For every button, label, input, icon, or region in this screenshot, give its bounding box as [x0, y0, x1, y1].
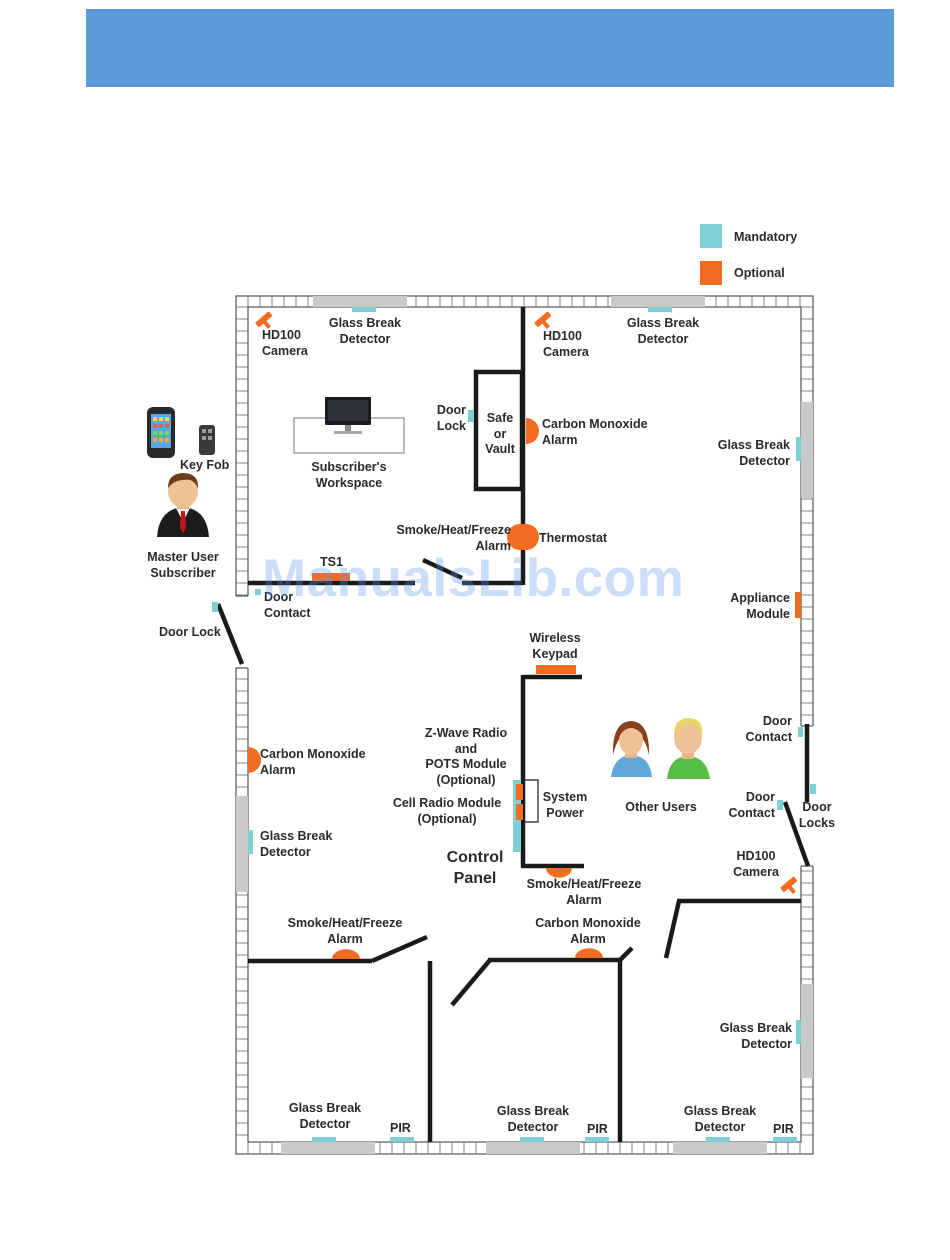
label-key-fob: Key Fob: [180, 458, 230, 472]
label-glass-break-4: Glass Break Detector: [260, 829, 333, 859]
label-master-user: Master User Subscriber: [147, 550, 219, 580]
label-door-contact-3: Door Contact: [728, 790, 775, 820]
label-safe-vault: Safe or Vault: [485, 411, 515, 456]
system-power-bracket: [525, 779, 539, 823]
label-glass-break-8: Glass Break Detector: [683, 1104, 757, 1134]
window-segment: [486, 1142, 580, 1154]
optional-sensors: [248, 418, 801, 959]
label-appliance-module: Appliance Module: [730, 591, 790, 621]
label-zwave-module: Z-Wave Radio and POTS Module (Optional): [424, 726, 508, 787]
label-cell-module: Cell Radio Module (Optional): [392, 796, 502, 826]
label-thermostat: Thermostat: [539, 531, 608, 545]
interior-walls: [215, 307, 811, 1142]
other-users-avatars: [611, 718, 710, 779]
label-glass-break-2: Glass Break Detector: [626, 316, 700, 346]
label-glass-break-1: Glass Break Detector: [328, 316, 402, 346]
label-co-alarm-2: Carbon Monoxide Alarm: [260, 747, 366, 777]
label-other-users: Other Users: [625, 800, 697, 814]
label-wireless-keypad: Wireless Keypad: [529, 631, 581, 661]
label-smoke-alarm-3: Smoke/Heat/Freeze Alarm: [287, 916, 403, 946]
label-workspace: Subscriber's Workspace: [311, 460, 387, 490]
window-segment: [236, 796, 248, 892]
camera-icons: [255, 311, 798, 894]
label-system-power: System Power: [542, 790, 588, 820]
label-glass-break-5: Glass Break Detector: [719, 1021, 792, 1051]
window-segment: [281, 1142, 375, 1154]
label-smoke-alarm-1: Smoke/Heat/Freeze Alarm: [396, 523, 511, 553]
master-user-avatar: [157, 473, 209, 537]
window-segment: [801, 984, 813, 1078]
window-segment: [313, 296, 407, 307]
legend-optional-swatch: [700, 261, 722, 285]
label-glass-break-3: Glass Break Detector: [717, 438, 790, 468]
key-fob-icon: [199, 425, 215, 455]
label-pir-3: PIR: [773, 1122, 794, 1136]
label-co-alarm-3: Carbon Monoxide Alarm: [535, 916, 641, 946]
legend-mandatory-label: Mandatory: [734, 230, 798, 244]
window-segment: [673, 1142, 767, 1154]
label-ts1: TS1: [320, 555, 343, 569]
window-segment: [611, 296, 705, 307]
legend-mandatory-swatch: [700, 224, 722, 248]
label-door-contact-1: Door Contact: [264, 590, 311, 620]
watermark: ManualsLib.com: [262, 549, 685, 608]
header-bar: [86, 9, 894, 87]
label-pir-2: PIR: [587, 1122, 608, 1136]
label-glass-break-7: Glass Break Detector: [496, 1104, 570, 1134]
workspace-desk: [293, 397, 405, 454]
window-segment: [801, 402, 813, 498]
label-door-contact-2: Door Contact: [745, 714, 792, 744]
label-door-lock-entry: Door Lock: [159, 625, 221, 639]
label-smoke-alarm-2: Smoke/Heat/Freeze Alarm: [526, 877, 642, 907]
label-hd100-camera-3: HD100 Camera: [733, 849, 779, 879]
label-hd100-camera-1: HD100 Camera: [262, 328, 308, 358]
label-co-alarm-1: Carbon Monoxide Alarm: [542, 417, 648, 447]
label-door-locks: Door Locks: [798, 800, 836, 830]
label-door-lock-safe: Door Lock: [436, 403, 466, 433]
window-segments: [236, 296, 813, 1154]
label-glass-break-6: Glass Break Detector: [288, 1101, 362, 1131]
label-pir-1: PIR: [390, 1121, 411, 1135]
label-control-panel: Control Panel: [446, 849, 504, 887]
smartphone-icon: [147, 407, 175, 458]
label-hd100-camera-2: HD100 Camera: [543, 329, 589, 359]
legend-optional-label: Optional: [734, 266, 785, 280]
